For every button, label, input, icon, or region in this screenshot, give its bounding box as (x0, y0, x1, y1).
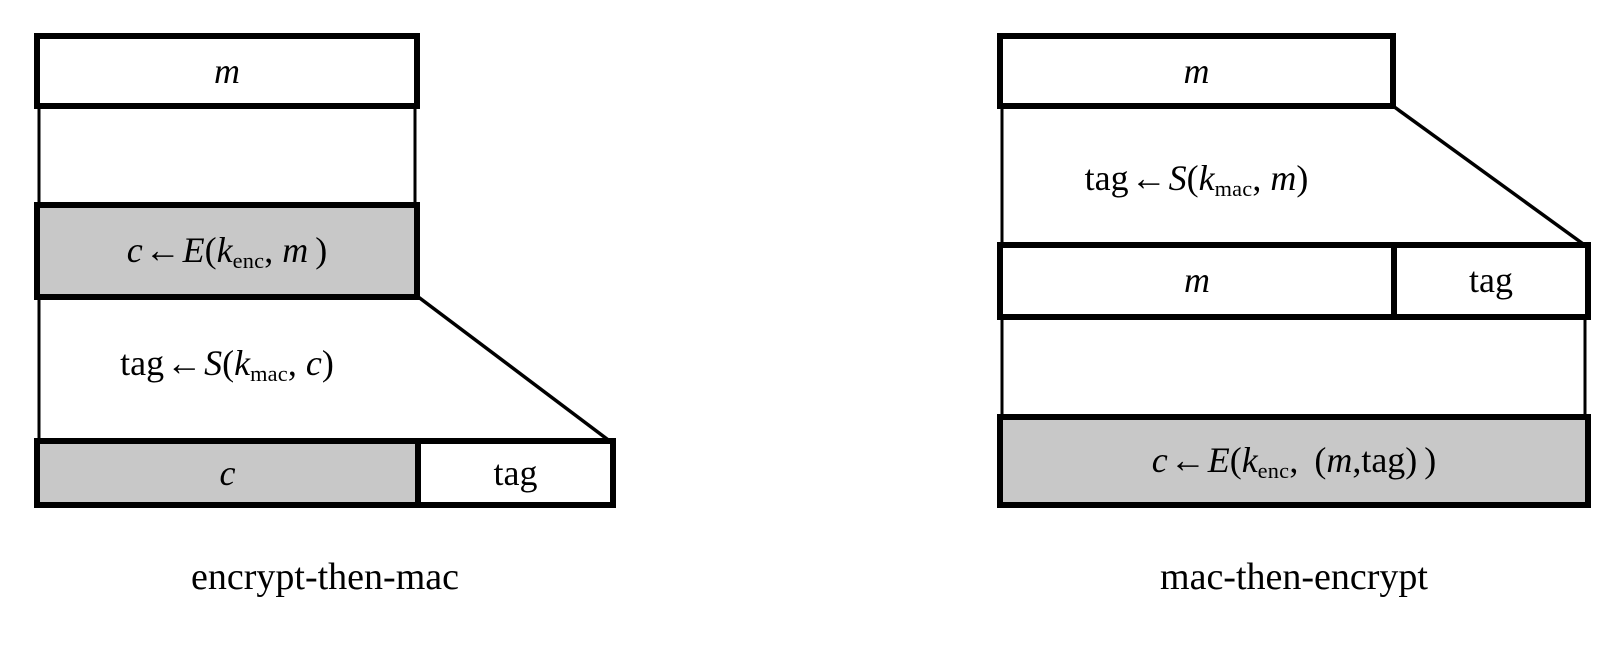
etm-box-message (34, 33, 420, 109)
mac-then-encrypt-geometry (997, 33, 1591, 508)
etm-diagonal-split (415, 294, 613, 444)
mte-box-message-2 (997, 242, 1397, 320)
caption-encrypt-then-mac: encrypt-then-mac (191, 556, 459, 598)
mte-diagonal-split (1391, 104, 1588, 248)
caption-mac-then-encrypt: mac-then-encrypt (1160, 556, 1428, 598)
etm-box-tag (415, 438, 616, 508)
etm-box-ciphertext (34, 438, 421, 508)
mte-box-tag (1391, 242, 1591, 320)
mte-box-encrypt (997, 414, 1591, 508)
etm-box-encrypt (34, 202, 420, 300)
mte-box-message (997, 33, 1396, 109)
encrypt-then-mac-geometry (34, 33, 616, 508)
